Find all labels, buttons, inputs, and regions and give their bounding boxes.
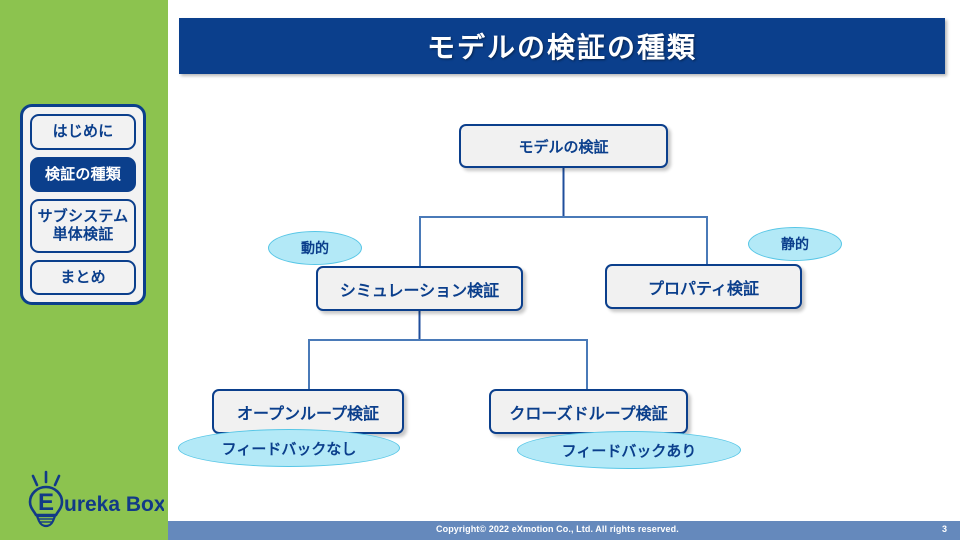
node-label: プロパティ検証: [647, 280, 760, 298]
bubble-label: フィードバックあり: [561, 442, 697, 460]
sidebar: はじめに 検証の種類 サブシステム単体検証 まとめ: [0, 0, 168, 540]
footer: Copyright© 2022 eXmotion Co., Ltd. All r…: [168, 521, 960, 540]
node-label: オープンループ検証: [236, 405, 380, 423]
bubble-label: 静的: [781, 236, 809, 252]
diagram-connectors: [308, 168, 708, 390]
node-label: シミュレーション検証: [339, 282, 500, 300]
page-title-text: モデルの検証の種類: [426, 32, 697, 63]
bubble-with-feedback[interactable]: フィードバックあり: [517, 431, 741, 469]
sidebar-item-kenshou-no-shurui[interactable]: 検証の種類: [30, 156, 136, 193]
bubble-dynamic[interactable]: 動的: [268, 231, 362, 265]
node-label: モデルの検証: [518, 138, 609, 156]
svg-text:E: E: [38, 489, 54, 516]
node-open-loop-verification[interactable]: オープンループ検証: [212, 389, 404, 434]
copyright-text: Copyright© 2022 eXmotion Co., Ltd. All r…: [436, 524, 679, 534]
node-simulation-verification[interactable]: シミュレーション検証: [316, 266, 523, 311]
node-label: クローズドループ検証: [509, 405, 668, 423]
bubble-label: フィードバックなし: [221, 440, 357, 458]
logo-wordmark: ureka Box: [64, 493, 164, 516]
bubble-static[interactable]: 静的: [748, 227, 842, 261]
bubble-no-feedback[interactable]: フィードバックなし: [178, 429, 400, 467]
node-model-verification[interactable]: モデルの検証: [459, 124, 668, 168]
sidebar-item-hajimeni[interactable]: はじめに: [30, 114, 136, 150]
diagram-canvas: モデルの検証 動的 シミュレーション検証 静的 プロパティ検証 オープンループ検…: [168, 84, 960, 520]
sidebar-item-matome[interactable]: まとめ: [30, 259, 136, 296]
bubble-label: 動的: [301, 240, 329, 256]
page-title: モデルの検証の種類: [179, 18, 945, 74]
node-property-verification[interactable]: プロパティ検証: [605, 264, 802, 309]
page-number: 3: [941, 524, 947, 534]
sidebar-nav: はじめに 検証の種類 サブシステム単体検証 まとめ: [20, 104, 146, 306]
eureka-box-logo: E ureka Box: [24, 470, 164, 528]
node-closed-loop-verification[interactable]: クローズドループ検証: [489, 389, 688, 434]
sidebar-item-subsystem-tantai-kenshou[interactable]: サブシステム単体検証: [30, 199, 136, 253]
